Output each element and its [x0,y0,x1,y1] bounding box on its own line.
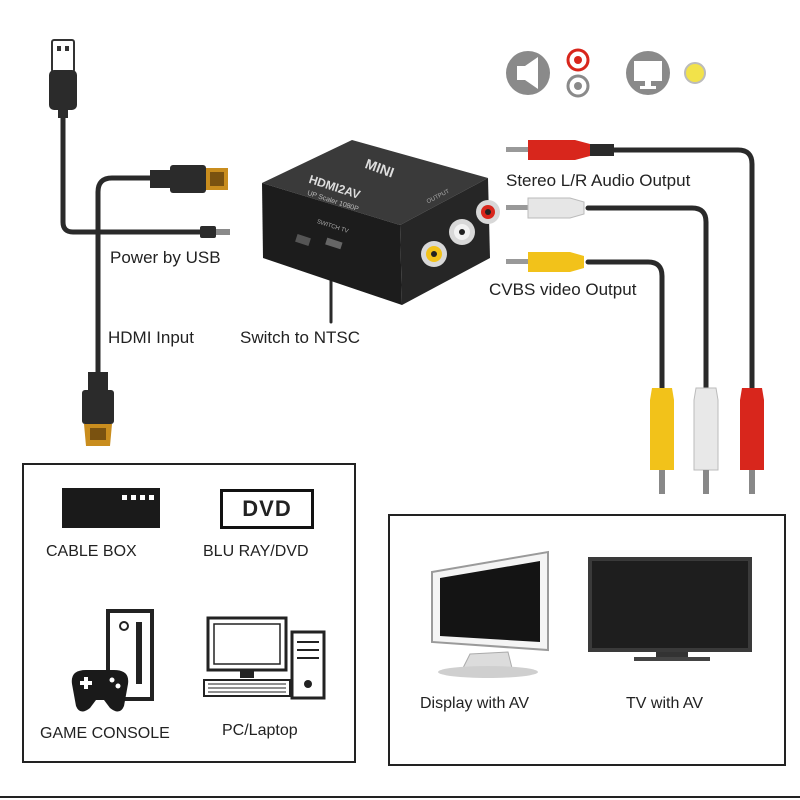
red-rca-plug-vertical-icon [740,388,764,494]
monitor-icon [626,51,670,95]
tv-with-av-label: TV with AV [626,695,704,712]
game-console-icon [71,609,154,712]
pc-desktop-icon [203,616,326,700]
cable-box-icon [62,488,160,528]
dvd-logo: DVD [220,489,314,529]
converter-box [262,140,490,305]
hdmi-input-label: HDMI Input [108,328,194,347]
cvbs-video-output-label: CVBS video Output [489,280,637,299]
hdmi-plug-top-icon [150,165,228,193]
display-monitor-icon [431,550,549,678]
display-with-av-label: Display with AV [420,695,530,712]
tv-icon [588,557,752,661]
hdmi-cable [95,175,171,381]
rca-socket-yellow [421,241,447,267]
sources-panel [22,463,356,763]
rca-socket-red [476,200,500,224]
rca-socket-white [449,219,475,245]
cable-box-label: CABLE BOX [46,543,137,560]
yellow-rca-plug-vertical-icon [650,388,674,494]
game-console-label: GAME CONSOLE [40,725,170,742]
stereo-audio-output-label: Stereo L/R Audio Output [506,171,691,190]
pc-laptop-label: PC/Laptop [222,722,298,739]
mini-usb-plug-icon [200,226,230,238]
usb-cable [60,102,215,235]
red-rca-plug-icon [506,140,614,160]
video-jack-icon [684,62,706,84]
hdmi-plug-bottom-icon [82,372,114,446]
switch-to-ntsc-label: Switch to NTSC [240,328,360,347]
red-rca-cable [609,147,755,395]
white-rca-plug-icon [506,197,585,219]
rca-audio-jack-icon [566,48,590,98]
yellow-rca-plug-icon [506,252,584,272]
power-by-usb-label: Power by USB [110,248,221,267]
white-rca-cable [585,205,709,395]
white-rca-plug-vertical-icon [693,387,719,494]
outputs-panel [388,514,786,766]
speaker-icon [506,51,550,95]
blu-ray-dvd-label: BLU RAY/DVD [203,543,309,560]
bottom-divider [0,796,800,798]
usb-plug-icon [49,39,77,118]
yellow-rca-cable [585,259,665,395]
